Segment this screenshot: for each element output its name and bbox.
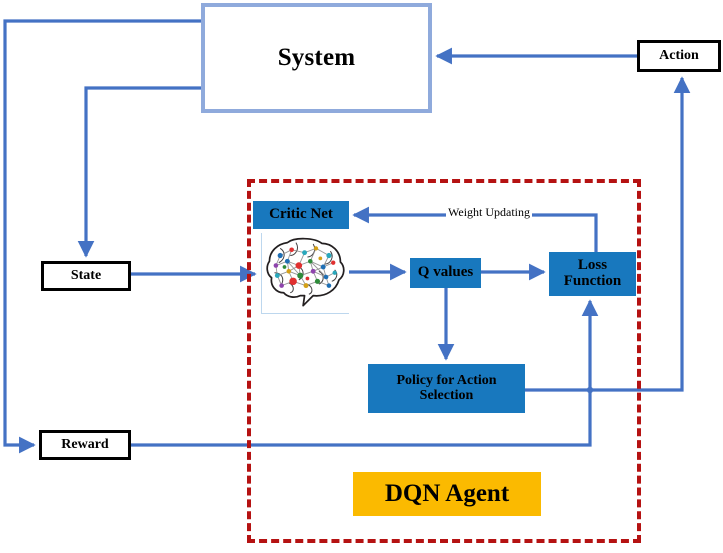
dqn-agent-banner[interactable]: DQN Agent [353,472,541,516]
bottom-caption-remnant [272,545,452,553]
edge-system-to-state [77,86,201,258]
policy-line-2: Selection [419,387,474,403]
system-block[interactable]: System [201,3,432,113]
policy-line-1: Policy for Action [396,372,497,388]
loss-function-block[interactable]: Loss Function [549,252,636,296]
q-values-block[interactable]: Q values [410,258,481,288]
loss-function-line-2: Function [563,273,622,289]
neural-network-brain-icon [266,237,345,307]
brain-image-frame [261,233,349,314]
reward-block[interactable]: Reward [39,430,131,460]
edge-system-to-reward [3,19,201,454]
policy-for-action-selection-block[interactable]: Policy for Action Selection [368,364,525,413]
state-block[interactable]: State [41,261,131,291]
dqn-agent-boundary [247,179,641,543]
critic-net-block[interactable]: Critic Net [253,201,349,229]
action-block[interactable]: Action [637,40,721,72]
loss-function-line-1: Loss [577,257,608,274]
weight-updating-edge-label: Weight Updating [446,205,533,220]
